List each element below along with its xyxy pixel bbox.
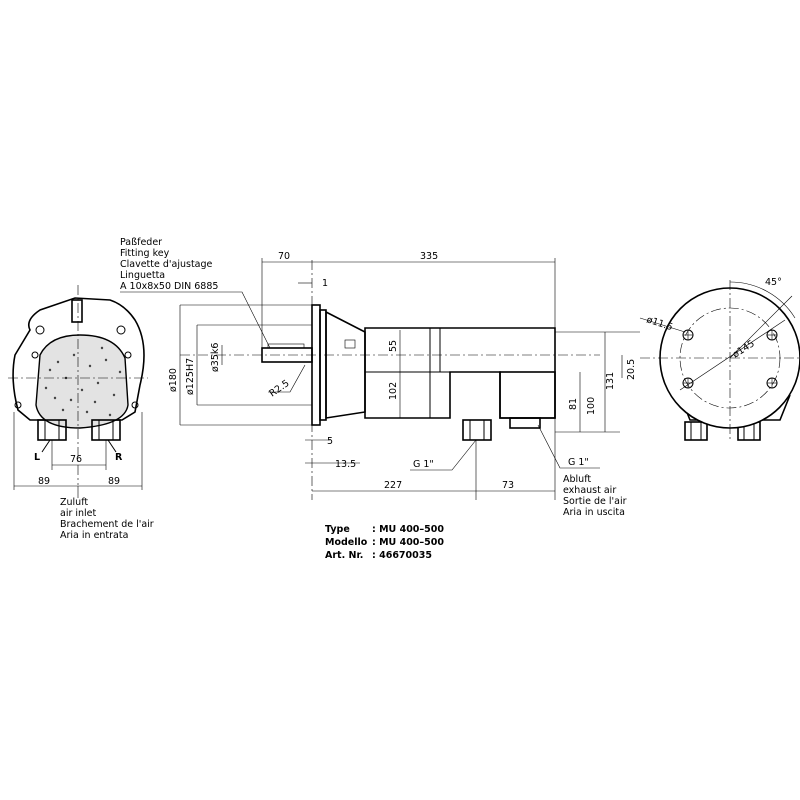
type-value: : MU 400–500 — [372, 524, 444, 535]
dim-55: 55 — [388, 340, 399, 352]
dim-11-5: ø11.5 — [645, 314, 674, 333]
left-view-dims: L R 76 89 89 — [34, 452, 123, 487]
left-end-view — [8, 285, 148, 498]
dim-70: 70 — [278, 251, 290, 262]
dim-76: 76 — [70, 454, 82, 465]
port-label-right: R — [115, 452, 123, 463]
key-note-line-5: A 10x8x50 DIN 6885 — [120, 281, 218, 292]
dim-100: 100 — [586, 397, 597, 415]
model-label: Modello — [325, 537, 368, 548]
dim-125: ø125H7 — [185, 358, 196, 395]
angle-45: 45° — [765, 277, 782, 288]
title-block: Type : MU 400–500 Modello : MU 400–500 A… — [325, 524, 444, 561]
right-flange-view — [639, 280, 800, 441]
exhaust-note-line-1: Abluft — [563, 474, 591, 485]
hatch-texture — [44, 346, 122, 417]
exhaust-note: Abluft exhaust air Sortie de l'air Aria … — [563, 474, 627, 518]
dim-20-5: 20.5 — [626, 359, 637, 380]
g-exhaust-label: G 1" — [568, 457, 589, 468]
motor-body-hatched — [35, 334, 129, 429]
art-value: : 46670035 — [372, 550, 432, 561]
inlet-note-line-3: Brachement de l'air — [60, 519, 154, 530]
inlet-note: Zuluft air inlet Brachement de l'air Ari… — [60, 497, 154, 541]
key-note-line-2: Fitting key — [120, 248, 170, 259]
type-label: Type — [325, 524, 350, 535]
side-view — [120, 258, 640, 500]
dim-35: ø35k6 — [210, 343, 221, 372]
dim-89-right: 89 — [108, 476, 120, 487]
key-note-line-1: Paßfeder — [120, 237, 162, 248]
dim-131: 131 — [605, 372, 616, 390]
dim-335: 335 — [420, 251, 438, 262]
model-value: : MU 400–500 — [372, 537, 444, 548]
dim-81: 81 — [568, 398, 579, 410]
dim-180: ø180 — [168, 368, 179, 392]
dim-13-5: 13.5 — [335, 459, 356, 470]
art-label: Art. Nr. — [325, 550, 363, 561]
dim-227: 227 — [384, 480, 402, 491]
side-view-dims: 70 335 1 ø180 ø125H7 ø35k6 R2.5 55 102 8… — [168, 251, 637, 491]
dim-73: 73 — [502, 480, 514, 491]
radius-2-5: R2.5 — [267, 378, 291, 399]
key-note-line-4: Linguetta — [120, 270, 165, 281]
g-inlet-label: G 1" — [413, 459, 434, 470]
inlet-note-line-4: Aria in entrata — [60, 530, 128, 541]
dim-5: 5 — [327, 436, 333, 447]
key-note-line-3: Clavette d'ajustage — [120, 259, 213, 270]
dim-89-left: 89 — [38, 476, 50, 487]
exhaust-note-line-3: Sortie de l'air — [563, 496, 627, 507]
inlet-note-line-1: Zuluft — [60, 497, 88, 508]
exhaust-note-line-4: Aria in uscita — [563, 507, 625, 518]
exhaust-note-line-2: exhaust air — [563, 485, 616, 496]
port-label-left: L — [34, 452, 40, 463]
inlet-note-line-2: air inlet — [60, 508, 97, 519]
key-note: Paßfeder Fitting key Clavette d'ajustage… — [120, 237, 218, 292]
dim-102: 102 — [388, 382, 399, 400]
dim-1: 1 — [322, 278, 328, 289]
